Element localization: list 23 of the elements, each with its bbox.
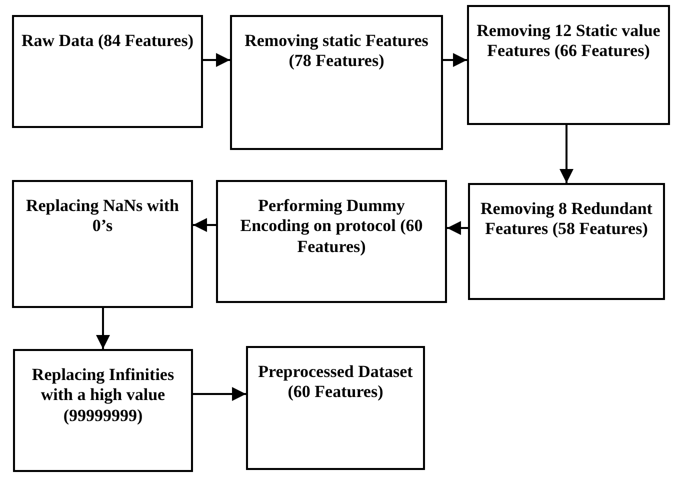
arrow — [560, 125, 574, 183]
process-box — [216, 180, 447, 303]
process-box — [246, 346, 425, 470]
process-box — [13, 349, 193, 472]
step-label: Replacing Infinities with a high value (99999999) — [30, 365, 176, 426]
process-box — [12, 180, 193, 308]
step-label: Replacing NaNs with 0’s — [24, 196, 180, 237]
arrow — [193, 218, 216, 232]
step-label: Removing 8 Redundant Features (58 Features) — [480, 199, 654, 240]
step-label: Raw Data (84 Features) — [21, 31, 194, 52]
process-box — [467, 5, 670, 125]
process-box — [12, 15, 203, 128]
process-box — [230, 15, 443, 150]
process-box — [468, 183, 665, 300]
arrow — [193, 387, 246, 401]
step-label: Removing static Features (78 Features) — [244, 31, 430, 72]
arrow — [203, 53, 230, 67]
step-label: Performing Dummy Encoding on protocol (60 Features) — [239, 196, 424, 258]
step-label: Removing 12 Static value Features (66 Features) — [476, 21, 662, 62]
step-label: Preprocessed Dataset (60 Features) — [257, 362, 414, 403]
arrow — [447, 221, 468, 235]
arrow — [96, 308, 110, 349]
arrow — [443, 53, 467, 67]
